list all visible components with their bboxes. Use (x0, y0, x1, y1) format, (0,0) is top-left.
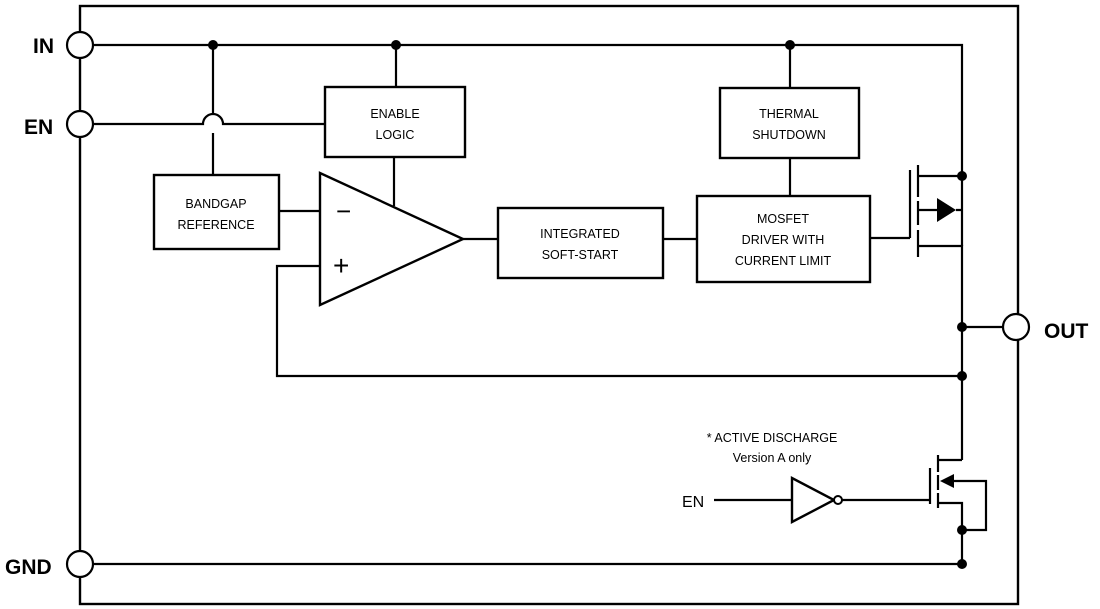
enable-logic-label-line2: LOGIC (376, 128, 415, 142)
pin-in[interactable] (65, 30, 95, 60)
bandgap-label-line1: BANDGAP (185, 197, 246, 211)
discharge-en-label: EN (682, 494, 704, 511)
pin-label-in: IN (33, 35, 54, 58)
thermal-label-line1: THERMAL (759, 107, 819, 121)
opamp-plus-sign: + (333, 250, 349, 281)
enable-logic-block (323, 85, 467, 159)
thermal-label-line2: SHUTDOWN (752, 128, 826, 142)
pin-out[interactable] (1001, 312, 1031, 342)
junction-dot (208, 40, 218, 50)
pin-en[interactable] (65, 109, 95, 139)
discharge-mosfet (928, 455, 988, 564)
driver-label-line1: MOSFET (757, 212, 809, 226)
inverter (790, 476, 843, 524)
junction-dot (785, 40, 795, 50)
enable-logic-label-line1: ENABLE (370, 107, 419, 121)
soft-start-block (496, 206, 665, 280)
soft-start-label-line1: INTEGRATED (540, 227, 620, 241)
in-rail-wire (94, 43, 964, 175)
discharge-subtitle: Version A only (733, 451, 812, 465)
error-amplifier (318, 171, 466, 307)
discharge-title: * ACTIVE DISCHARGE (707, 431, 838, 445)
pass-mosfet (908, 165, 967, 376)
bandgap-label-line2: REFERENCE (177, 218, 254, 232)
en-wire (94, 112, 325, 126)
pin-label-en: EN (24, 116, 53, 139)
pin-label-out: OUT (1044, 320, 1089, 343)
opamp-minus-sign: − (336, 196, 351, 226)
pin-label-gnd: GND (5, 556, 52, 579)
chip-outline (78, 4, 1020, 606)
junction-dot (957, 559, 967, 569)
thermal-shutdown-block (718, 86, 861, 160)
body-diode-arrow (937, 198, 956, 222)
pin-gnd[interactable] (65, 549, 95, 579)
junction-dot (957, 322, 967, 332)
driver-label-line2: DRIVER WITH (742, 233, 825, 247)
feedback-wire (275, 264, 962, 378)
mosfet-driver-block (695, 194, 872, 284)
junction-dot (391, 40, 401, 50)
driver-label-line3: CURRENT LIMIT (735, 254, 832, 268)
bandgap-reference-block (152, 173, 281, 251)
soft-start-label-line2: SOFT-START (542, 248, 619, 262)
